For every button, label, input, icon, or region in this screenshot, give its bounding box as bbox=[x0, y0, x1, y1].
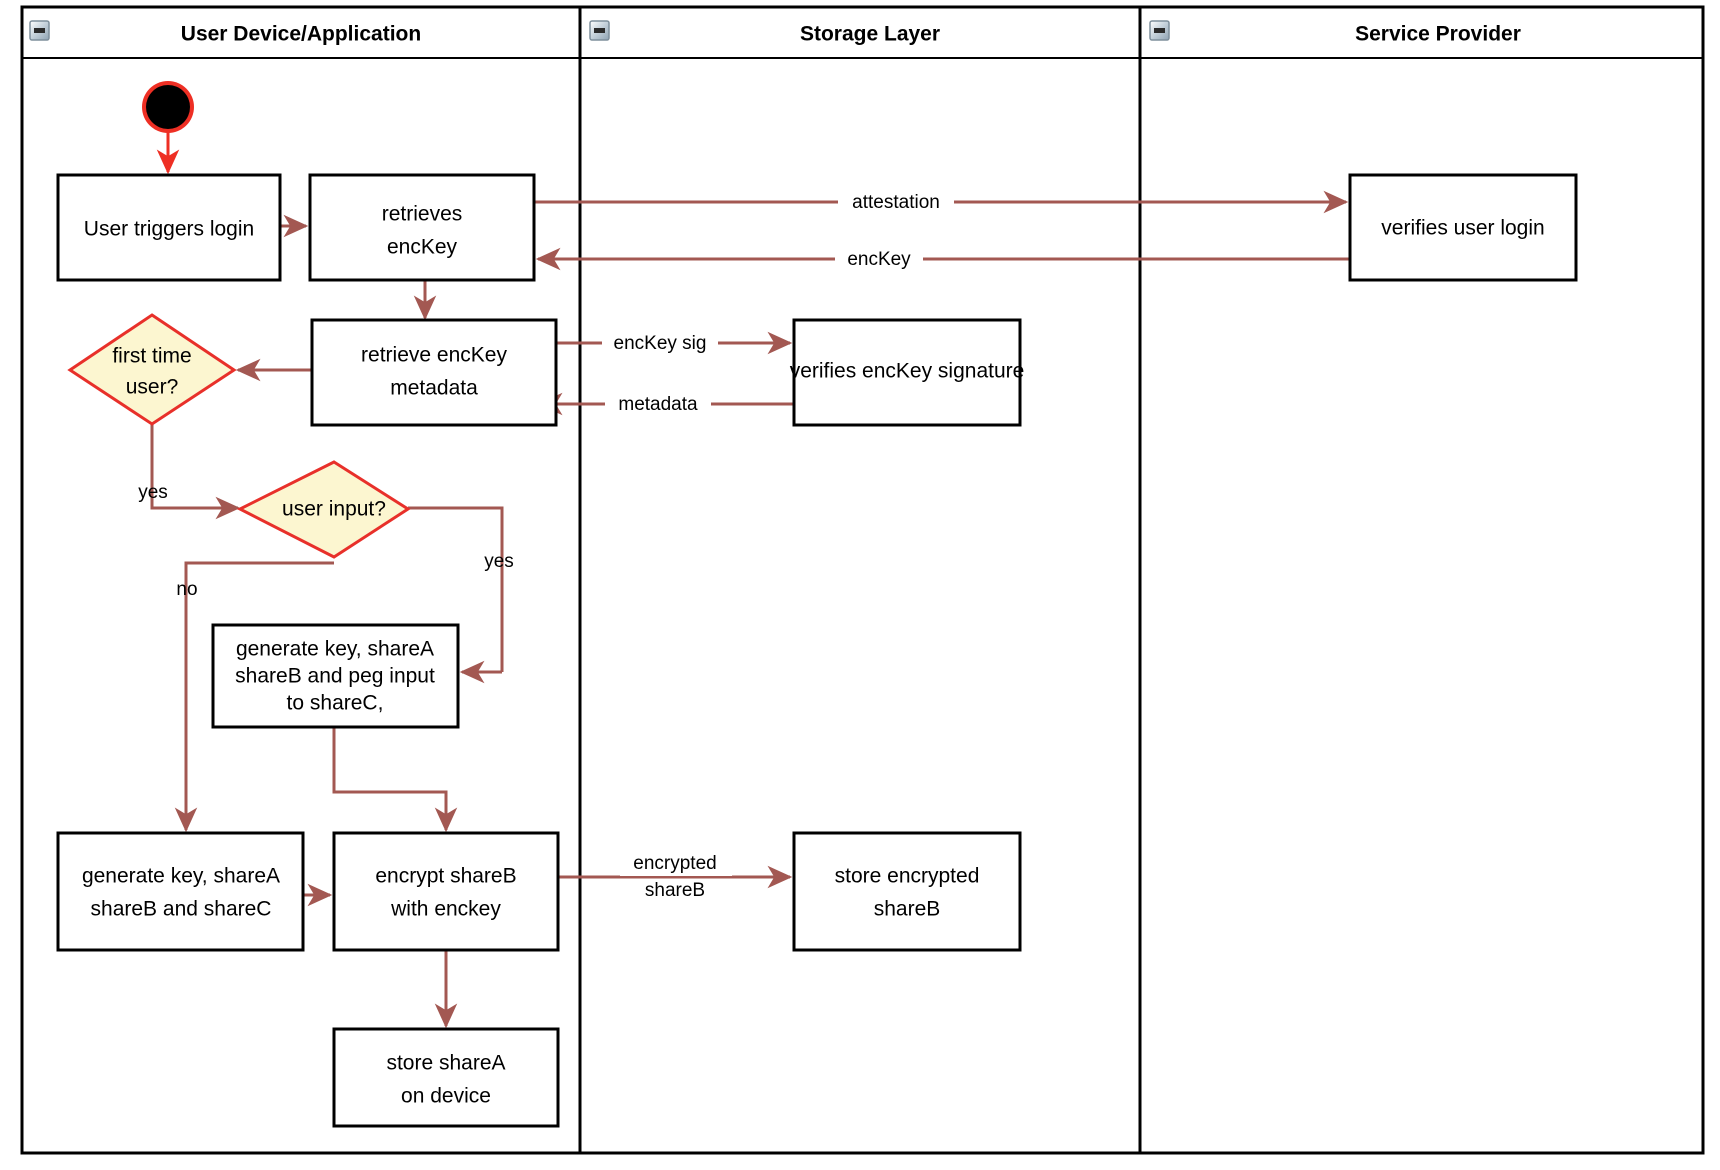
edge-label-attestation: attestation bbox=[852, 192, 940, 213]
lane-header-service-provider[interactable]: Service Provider bbox=[1149, 20, 1521, 46]
node-label-store-sharea-line1: store shareA bbox=[386, 1052, 505, 1075]
node-verifies-user-login[interactable]: verifies user login bbox=[1348, 173, 1578, 282]
node-label-retrieve-metadata-line2: metadata bbox=[390, 377, 478, 400]
node-label-retrieve-metadata-line1: retrieve encKey bbox=[361, 344, 507, 367]
node-generate-peg[interactable]: generate key, shareA shareB and peg inpu… bbox=[211, 623, 460, 729]
node-retrieve-enckey-metadata[interactable]: retrieve encKey metadata bbox=[310, 318, 558, 427]
node-label-store-encrypted-shareb-line2: shareB bbox=[874, 898, 941, 921]
lane-header-storage-layer[interactable]: Storage Layer bbox=[589, 20, 940, 46]
edge-first-time-yes-to-user-input bbox=[150, 418, 241, 520]
node-label-user-input: user input? bbox=[282, 498, 386, 521]
edge-user-input-yes-segment bbox=[408, 506, 504, 672]
edge-label-encrypted-shareb-line1: encrypted bbox=[633, 853, 716, 874]
node-user-input-decision[interactable]: user input? bbox=[236, 460, 411, 559]
node-generate-abc[interactable]: generate key, shareA shareB and shareC bbox=[56, 831, 305, 952]
edge-user-input-no bbox=[174, 561, 334, 833]
lane-title-user-device: User Device/Application bbox=[181, 23, 421, 46]
lane-title-service-provider: Service Provider bbox=[1355, 23, 1521, 46]
edge-label-yes-first-time: yes bbox=[138, 482, 168, 503]
edge-label-enckey: encKey bbox=[847, 249, 911, 270]
node-label-retrieves-enckey-line2: encKey bbox=[387, 236, 458, 259]
node-label-generate-abc-line2: shareB and shareC bbox=[91, 898, 272, 921]
node-retrieves-enckey[interactable]: retrieves encKey bbox=[308, 173, 536, 282]
edge-label-metadata: metadata bbox=[618, 394, 698, 415]
lane-title-storage-layer: Storage Layer bbox=[800, 23, 940, 46]
collapse-minus-icon[interactable] bbox=[589, 20, 610, 41]
diagram-outer-frame bbox=[20, 5, 1705, 1155]
node-label-verifies-enckey-signature: verifies encKey signature bbox=[790, 360, 1025, 383]
edge-generate-peg-to-encrypt bbox=[332, 727, 458, 833]
collapse-minus-icon[interactable] bbox=[1149, 20, 1170, 41]
node-encrypt-shareb[interactable]: encrypt shareB with enckey bbox=[332, 831, 560, 952]
node-label-first-time-user-line1: first time bbox=[112, 345, 191, 368]
node-label-store-encrypted-shareb-line1: store encrypted bbox=[835, 865, 980, 888]
lane-header-user-device[interactable]: User Device/Application bbox=[29, 20, 421, 46]
node-label-encrypt-shareb-line2: with enckey bbox=[390, 898, 501, 921]
node-user-triggers-login[interactable]: User triggers login bbox=[56, 173, 282, 282]
node-store-sharea[interactable]: store shareA on device bbox=[332, 1027, 560, 1128]
node-store-encrypted-shareb[interactable]: store encrypted shareB bbox=[792, 831, 1022, 952]
node-verifies-enckey-signature[interactable]: verifies encKey signature bbox=[790, 318, 1025, 427]
edge-label-yes-user-input: yes bbox=[484, 551, 514, 572]
edge-label-group: attestation encKey encKey sig metadata y… bbox=[138, 189, 954, 901]
edge-label-encrypted-shareb-line2: shareB bbox=[645, 880, 705, 901]
collapse-minus-icon[interactable] bbox=[29, 20, 50, 41]
node-label-retrieves-enckey-line1: retrieves bbox=[382, 203, 463, 226]
node-label-first-time-user-line2: user? bbox=[126, 376, 179, 399]
edge-label-enckey-sig: encKey sig bbox=[614, 333, 707, 354]
node-label-verifies-user-login: verifies user login bbox=[1381, 217, 1544, 240]
node-label-generate-peg-line1: generate key, shareA bbox=[236, 638, 434, 661]
node-label-store-sharea-line2: on device bbox=[401, 1085, 491, 1108]
node-label-user-triggers-login: User triggers login bbox=[84, 218, 254, 241]
node-label-generate-peg-line3: to shareC, bbox=[287, 692, 384, 715]
node-label-encrypt-shareb-line1: encrypt shareB bbox=[375, 865, 516, 888]
swimlane-frame bbox=[20, 5, 1705, 1155]
edge-label-no-user-input: no bbox=[176, 579, 197, 600]
initial-node[interactable] bbox=[142, 81, 194, 133]
node-label-generate-peg-line2: shareB and peg input bbox=[235, 665, 435, 688]
node-label-generate-abc-line1: generate key, shareA bbox=[82, 865, 280, 888]
node-first-time-user-decision[interactable]: first time user? bbox=[67, 313, 237, 426]
